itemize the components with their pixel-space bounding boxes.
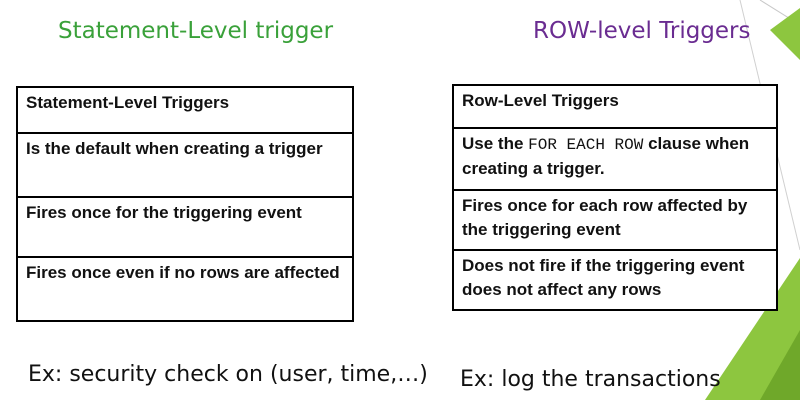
code-keyword: FOR EACH ROW [528, 136, 644, 154]
row-level-heading: ROW-level Triggers [533, 18, 751, 44]
table-row: Fires once for each row affected by the … [452, 189, 778, 251]
table-row: Is the default when creating a trigger [16, 132, 354, 198]
green-triangle-top [770, 8, 800, 60]
table-row: Does not fire if the triggering event do… [452, 249, 778, 311]
green-triangle-bottom-dark [760, 330, 800, 400]
table-row: Fires once even if no rows are affected [16, 256, 354, 322]
table-row: Fires once for the triggering event [16, 196, 354, 258]
statement-level-example: Ex: security check on (user, time,…) [28, 362, 428, 387]
table-header: Row-Level Triggers [452, 84, 778, 129]
table-header: Statement-Level Triggers [16, 86, 354, 134]
row-text: clause when creating a trigger. [462, 134, 750, 178]
row-level-table: Row-Level Triggers Use the FOR EACH ROW … [452, 84, 778, 311]
row-level-example: Ex: log the transactions [460, 367, 721, 392]
row-text: Use the [462, 134, 529, 153]
statement-level-table: Statement-Level Triggers Is the default … [16, 86, 354, 322]
table-row: Use the FOR EACH ROW clause when creatin… [452, 127, 778, 191]
statement-level-heading: Statement-Level trigger [58, 18, 334, 44]
